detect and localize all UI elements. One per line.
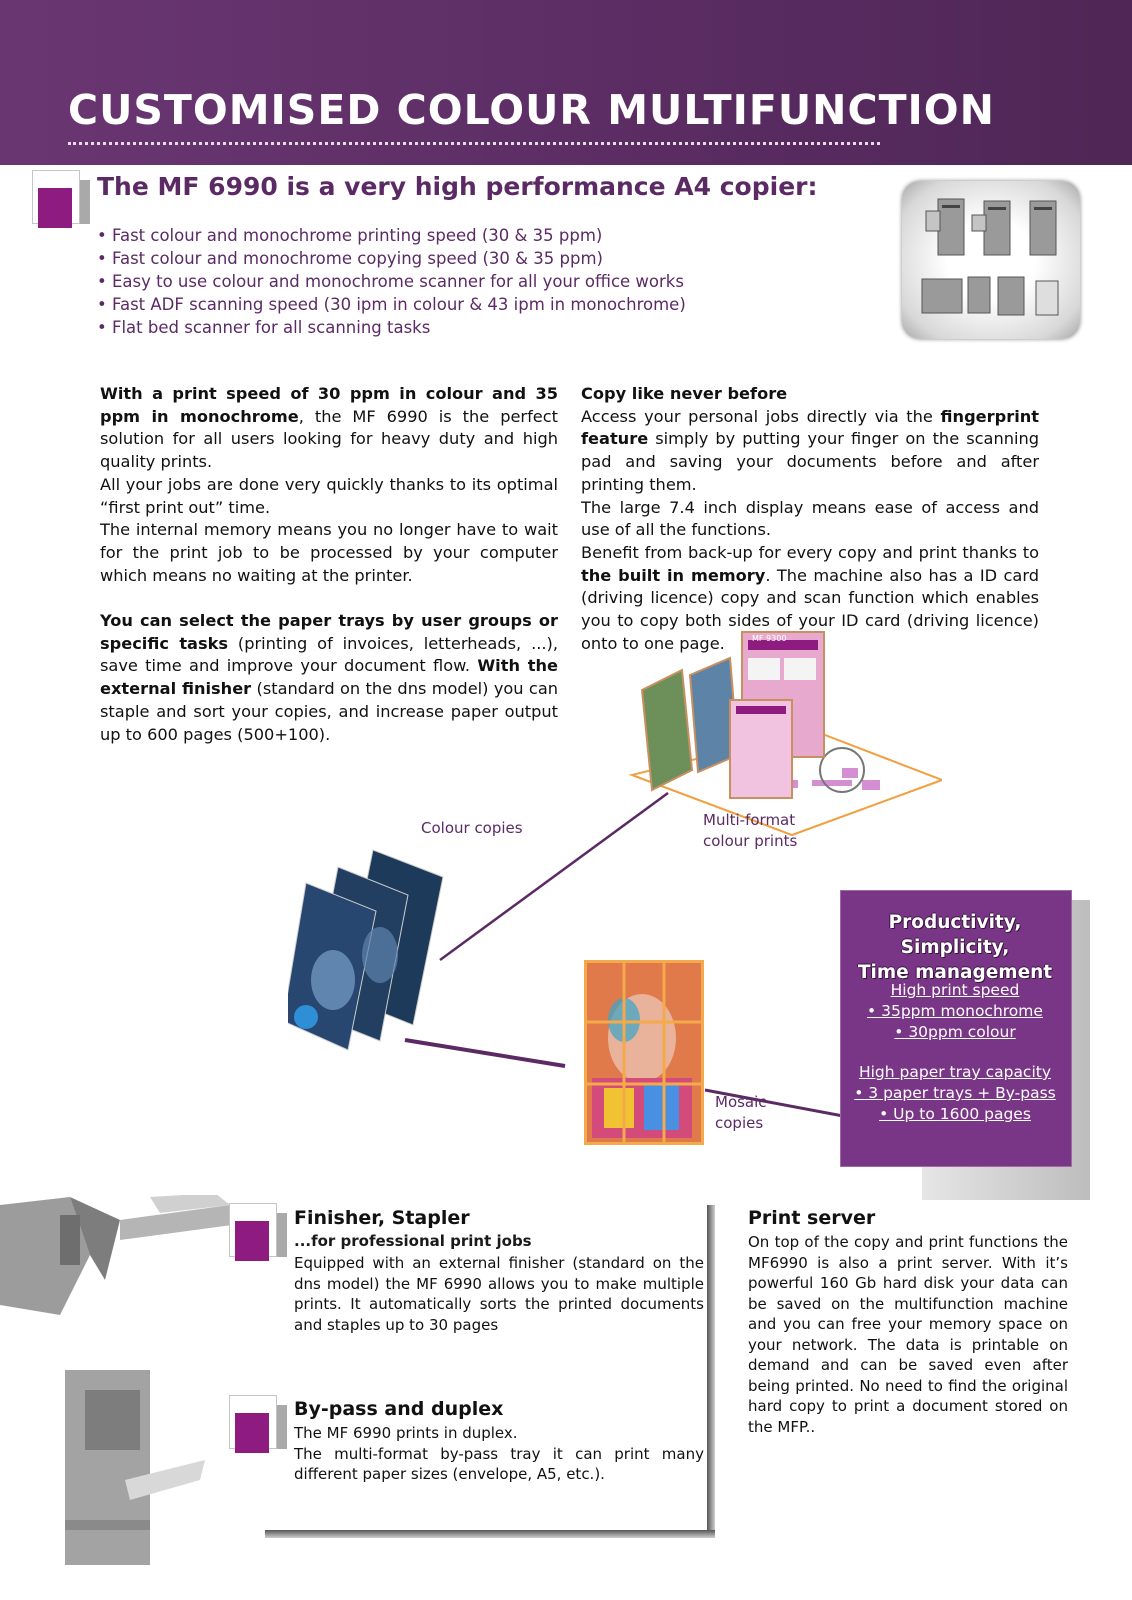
paragraph-text: Access your personal jobs directly via t… bbox=[581, 406, 941, 426]
print-server-heading: Print server bbox=[748, 1207, 876, 1229]
bypass-heading: By-pass and duplex bbox=[294, 1398, 504, 1420]
paragraph-text: (printing of invoices, letterheads, ...)… bbox=[100, 633, 558, 676]
list-item: • Fast ADF scanning speed (30 ipm in col… bbox=[97, 295, 686, 314]
caption-text: copies bbox=[715, 1114, 764, 1132]
product-range-photo bbox=[902, 181, 1080, 339]
feature-bullet-list: • Fast colour and monochrome printing sp… bbox=[97, 224, 686, 339]
paper-tray-bold: You can select the paper trays by user g… bbox=[100, 611, 558, 653]
title-dotted-divider bbox=[68, 142, 880, 145]
bypass-text: The MF 6990 prints in duplex. The multi-… bbox=[294, 1423, 704, 1485]
copy-heading: Copy like never before bbox=[581, 384, 788, 403]
frame-edge-bottom bbox=[265, 1530, 715, 1538]
left-text-column: With a print speed of 30 ppm in colour a… bbox=[100, 383, 558, 746]
fingerprint-bold: fingerprint feature bbox=[581, 406, 1039, 449]
box-title-line: Time management bbox=[857, 962, 1053, 983]
paragraph-text: (standard on the dns model) you can stap… bbox=[100, 679, 558, 744]
paragraph-text: All your jobs are done very quickly than… bbox=[100, 474, 558, 517]
list-item: • Fast colour and monochrome copying spe… bbox=[97, 249, 603, 268]
speed-item: • 30ppm colour bbox=[894, 1023, 1016, 1041]
mosaic-copies-illustration bbox=[584, 960, 704, 1145]
caption-text: colour prints bbox=[703, 832, 798, 850]
page-title: CUSTOMISED COLOUR MULTIFUNCTION bbox=[68, 86, 995, 134]
section-square-icon bbox=[229, 1395, 287, 1457]
frame-edge-right bbox=[707, 1205, 715, 1538]
finisher-heading: Finisher, Stapler bbox=[294, 1207, 470, 1229]
finisher-photo bbox=[0, 1193, 235, 1325]
paragraph-text: . The machine also has a ID card (drivin… bbox=[581, 565, 1039, 653]
header-band bbox=[0, 0, 1132, 165]
speed-heading: High print speed bbox=[890, 981, 1020, 999]
caption-colour-copies: Colour copies bbox=[421, 819, 523, 837]
section-square-icon bbox=[32, 170, 90, 232]
productivity-box bbox=[840, 890, 1072, 1167]
caption-multi-format: Multi-format colour prints bbox=[703, 810, 797, 852]
multi-format-prints-illustration: MF 9300 bbox=[612, 630, 945, 845]
bypass-tray-photo bbox=[55, 1370, 210, 1570]
finisher-subheading: ...for professional print jobs bbox=[294, 1232, 532, 1250]
bypass-line: The MF 6990 prints in duplex. bbox=[294, 1424, 518, 1442]
section-square-icon bbox=[229, 1203, 287, 1265]
brochure-label: MF 9300 bbox=[752, 634, 786, 643]
tray-heading: High paper tray capacity bbox=[858, 1063, 1052, 1081]
tray-item: • Up to 1600 pages bbox=[879, 1105, 1031, 1123]
box-title-line: Productivity, Simplicity, bbox=[888, 912, 1022, 958]
print-server-text: On top of the copy and print functions t… bbox=[748, 1233, 1068, 1436]
paragraph-text: , the MF 6990 is the perfect solution fo… bbox=[100, 406, 558, 472]
print-speed-bold: With a print speed of 30 ppm in colour a… bbox=[100, 384, 558, 426]
finisher-text: Equipped with an external finisher (stan… bbox=[294, 1254, 704, 1334]
speed-item: • 35ppm monochrome bbox=[867, 1002, 1043, 1020]
finisher-bold: With the external finisher bbox=[100, 656, 558, 699]
tray-item: • 3 paper trays + By-pass bbox=[854, 1084, 1056, 1102]
caption-mosaic: Mosaic copies bbox=[715, 1092, 767, 1134]
colour-copies-illustration bbox=[282, 845, 453, 1055]
paragraph-text: The internal memory means you no longer … bbox=[100, 520, 558, 585]
paragraph-text: Benefit from back-up for every copy and … bbox=[581, 542, 1039, 562]
productivity-box-title: Productivity, Simplicity, Time managemen… bbox=[840, 910, 1070, 985]
paragraph-text: simply by putting your finger on the sca… bbox=[581, 429, 1039, 494]
list-item: • Fast colour and monochrome printing sp… bbox=[97, 226, 603, 245]
right-text-column: Copy like never before Access your perso… bbox=[581, 383, 1039, 655]
bypass-line: The multi-format by-pass tray it can pri… bbox=[294, 1444, 704, 1484]
caption-text: Mosaic bbox=[715, 1093, 767, 1111]
list-item: • Flat bed scanner for all scanning task… bbox=[97, 318, 431, 337]
list-item: • Easy to use colour and monochrome scan… bbox=[97, 272, 684, 291]
paragraph-text: The large 7.4 inch display means ease of… bbox=[581, 497, 1039, 540]
caption-text: Multi-format bbox=[703, 811, 796, 829]
intro-heading: The MF 6990 is a very high performance A… bbox=[97, 172, 818, 201]
memory-bold: the built in memory bbox=[581, 565, 766, 585]
